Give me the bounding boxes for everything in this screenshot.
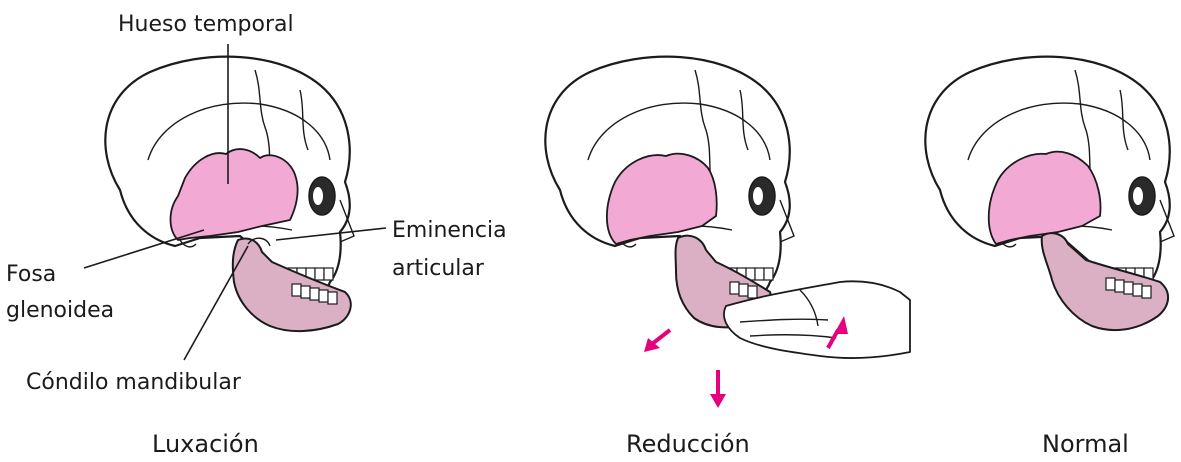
label-articular-eminence-1: Eminencia	[392, 218, 507, 244]
label-temporal-bone: Hueso temporal	[118, 12, 294, 38]
leader-fossa	[84, 230, 204, 268]
caption-normal: Normal	[1042, 430, 1129, 458]
leader-condyle	[184, 246, 248, 360]
panel-luxacion	[84, 44, 386, 360]
arrow-back-down	[644, 330, 670, 352]
label-articular-eminence-2: articular	[392, 256, 484, 282]
label-glenoid-fossa-2: glenoidea	[6, 298, 114, 324]
label-mandibular-condyle: Cóndilo mandibular	[26, 370, 241, 396]
arrow-down	[710, 370, 726, 408]
label-glenoid-fossa-1: Fosa	[6, 262, 56, 288]
panel-reduccion	[545, 57, 910, 408]
caption-luxacion: Luxación	[152, 430, 259, 458]
caption-reduccion: Reducción	[626, 430, 750, 458]
panel-normal	[925, 57, 1174, 330]
